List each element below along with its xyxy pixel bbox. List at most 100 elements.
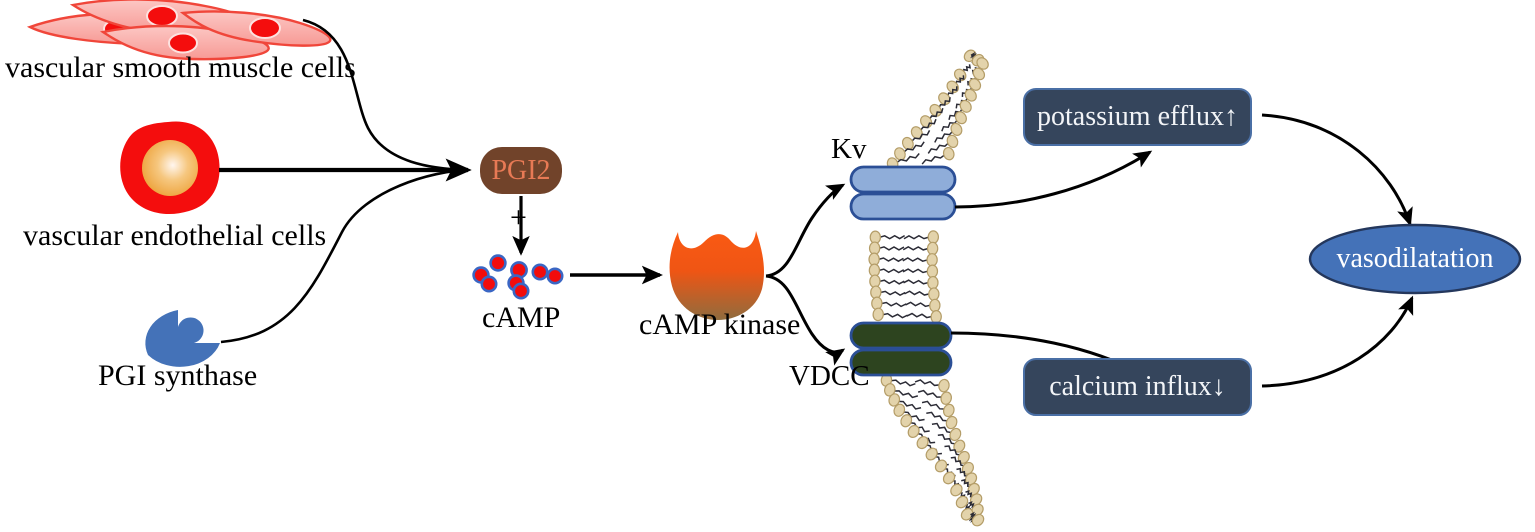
label-plus-sign: + — [510, 201, 527, 234]
lipid-head — [927, 275, 939, 290]
potassium-efflux-box[interactable]: potassium efflux↑ — [1023, 88, 1252, 146]
label-vdcc-channel: VDCC — [789, 360, 870, 392]
round-cell-icon — [120, 121, 220, 215]
lipid-tail — [911, 130, 931, 142]
calcium-influx-box[interactable]: calcium influx↓ — [1023, 358, 1252, 416]
lipid-tail — [931, 422, 952, 434]
lipid-head — [884, 383, 896, 397]
pgi-synthase-to-pgi2-arrow — [220, 163, 471, 344]
lipid-tail — [896, 153, 920, 164]
connector-group-vasodilatation — [1261, 113, 1414, 388]
lipid-head — [900, 414, 913, 428]
lipid-tail — [946, 86, 958, 97]
lipid-tail — [962, 64, 971, 73]
lipid-tail — [956, 467, 968, 477]
smooth-muscle-to-pgi2-arrow — [302, 18, 471, 177]
lipid-tail — [878, 268, 905, 274]
lipid-head — [934, 459, 948, 473]
lipid-head — [938, 378, 950, 393]
lipid-tail — [955, 75, 965, 85]
lipid-tail — [881, 301, 907, 308]
potassium-to-vasodilatation-arrow — [1261, 113, 1413, 227]
label-vascular-endothelial-cells: vascular endothelial cells — [23, 219, 327, 252]
lipid-tail — [941, 119, 958, 132]
lipid-tail — [902, 268, 929, 274]
connector-group-kinase — [765, 183, 846, 366]
lipid-head — [960, 507, 974, 521]
lipid-tail — [917, 389, 942, 398]
notched-blob-icon — [145, 310, 220, 367]
lipid-head — [968, 78, 982, 91]
lipid-tail — [878, 246, 905, 251]
lipid-tail — [904, 290, 930, 296]
lipid-head — [950, 122, 963, 136]
lipid-head — [926, 264, 939, 279]
vasodilatation-shape — [1308, 223, 1522, 295]
lipid-tail — [929, 107, 944, 120]
lipid-tail — [903, 141, 925, 153]
lipid-head — [942, 403, 955, 418]
lipid-head — [926, 241, 939, 256]
kv-to-potassium-arrow — [954, 150, 1153, 209]
lipid-head — [945, 415, 958, 430]
lipid-head — [930, 310, 942, 324]
kinase-to-vdcc-arrow — [765, 274, 846, 366]
pgi2-shape — [480, 147, 562, 194]
spindle-cells-icon — [26, 0, 332, 61]
lipid-tail — [910, 421, 930, 433]
lipid-head — [949, 427, 962, 442]
lipid-tail — [906, 312, 932, 319]
lipid-head — [946, 134, 959, 148]
lipid-head — [929, 103, 942, 117]
lipid-tail — [894, 390, 919, 399]
lipid-tail — [905, 301, 931, 308]
lipid-tail — [878, 257, 904, 263]
lipid-tail — [919, 118, 937, 131]
calcium-to-vasodilatation-arrow — [1261, 295, 1414, 388]
lipid-tail — [902, 246, 929, 251]
lipid-head — [942, 471, 956, 485]
lipid-head — [964, 88, 977, 102]
label-pgi-synthase: PGI synthase — [98, 359, 258, 392]
lipid-tail — [961, 478, 971, 488]
lipid-tail — [926, 411, 948, 422]
kinase-shield-icon — [669, 231, 764, 320]
lipid-tail — [965, 489, 973, 498]
lipid-tail — [890, 379, 916, 387]
lipid-head — [942, 146, 955, 161]
label-kv-channel: Kv — [831, 133, 867, 165]
lipid-tail — [950, 456, 965, 467]
lipid-tail — [902, 257, 928, 262]
lipid-head — [976, 57, 989, 70]
lipid-tail — [898, 400, 922, 410]
connector-group-to-pgi2 — [219, 18, 472, 344]
lipid-tail — [921, 154, 946, 165]
lipid-head — [971, 513, 985, 527]
lipid-tail — [903, 411, 925, 422]
vdcc-channel-shape — [849, 321, 953, 377]
lipid-head — [940, 391, 952, 405]
lipid-tail — [934, 130, 954, 143]
lipid-tail — [927, 142, 949, 154]
lipid-tail — [880, 290, 906, 297]
lipid-head — [872, 307, 884, 322]
lipid-head — [888, 393, 901, 407]
lipid-head — [955, 495, 969, 509]
lipid-tail — [879, 234, 906, 240]
lipid-tail — [903, 279, 929, 285]
lipid-head — [907, 424, 920, 438]
lipid-head — [925, 447, 938, 461]
lipid-head — [893, 403, 906, 417]
lipid-tail — [914, 379, 940, 387]
lipid-head — [972, 67, 986, 81]
lipid-head — [927, 230, 940, 244]
label-camp-kinase: cAMP kinase — [639, 308, 801, 341]
lipid-head — [959, 99, 972, 113]
lipid-tail — [937, 433, 956, 445]
lipid-head — [950, 483, 963, 497]
kinase-to-kv-arrow — [765, 183, 846, 278]
lipid-tail — [879, 279, 905, 285]
lipid-head — [954, 111, 967, 125]
lipid-head — [926, 253, 938, 267]
lipid-tail — [921, 400, 945, 410]
